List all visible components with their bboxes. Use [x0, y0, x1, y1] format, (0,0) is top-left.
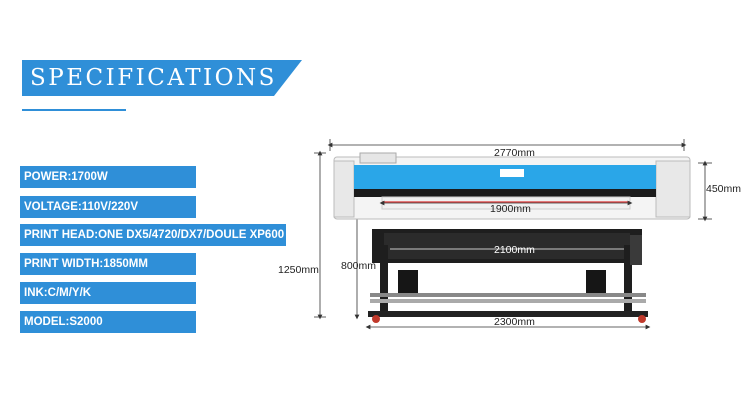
spec-power: POWER:1700W [20, 166, 196, 188]
label-stand-height: 800mm [341, 260, 377, 272]
label-stand-width: 2100mm [494, 244, 535, 256]
label-body-height: 450mm [706, 183, 742, 195]
title-banner [22, 60, 302, 96]
spec-print-head: PRINT HEAD:ONE DX5/4720/DX7/DOULE XP600 [20, 224, 286, 246]
printer-illustration [314, 139, 712, 330]
spec-voltage: VOLTAGE:110V/220V [20, 196, 196, 218]
label-total-width: 2770mm [494, 147, 535, 159]
spec-ink: INK:C/M/Y/K [20, 282, 196, 304]
spec-print-width: PRINT WIDTH:1850MM [20, 253, 196, 275]
title-underline [22, 109, 126, 111]
label-print-width: 1900mm [490, 203, 531, 215]
label-base-width: 2300mm [494, 316, 535, 328]
page-title: SPECIFICATIONS [30, 65, 277, 91]
printer-stand [368, 229, 648, 323]
label-total-height: 1250mm [278, 264, 319, 276]
spec-model: MODEL:S2000 [20, 311, 196, 333]
